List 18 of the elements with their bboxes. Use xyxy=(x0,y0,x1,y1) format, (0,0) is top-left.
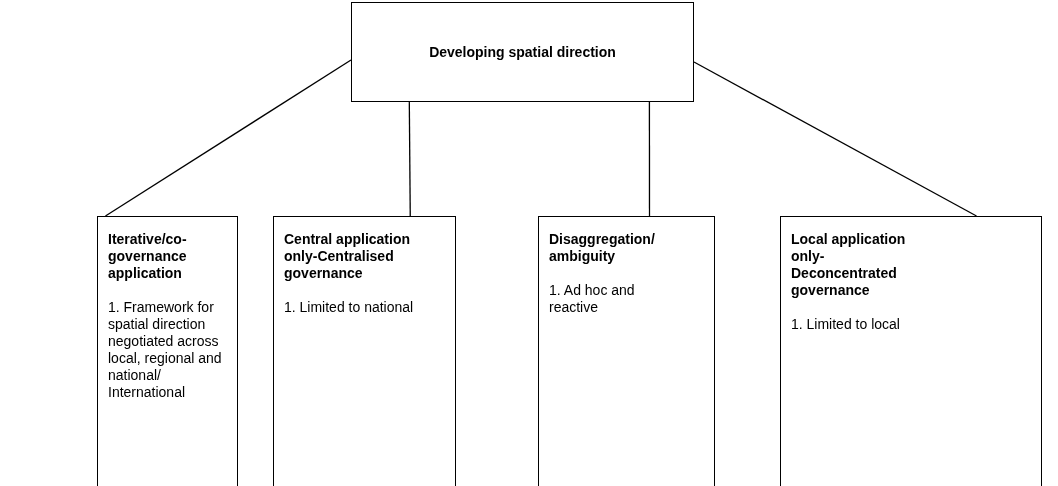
connector-line xyxy=(693,61,978,217)
connector-line xyxy=(104,59,352,217)
box-heading: Developing spatial direction xyxy=(429,43,616,61)
category-box xyxy=(273,216,456,486)
box-text: 1. Framework for spatial direction negotiated across local, regional and national/ International xyxy=(108,299,223,401)
connector-line xyxy=(648,101,651,217)
root-box xyxy=(351,2,694,102)
box-text: 1. Limited to national xyxy=(284,299,415,316)
box-heading: Local application only-Deconcentrated governance xyxy=(791,231,907,299)
connector-line xyxy=(408,101,411,217)
box-heading: Central application only-Centralised governance xyxy=(284,231,412,282)
category-box xyxy=(538,216,715,486)
box-heading: Disaggregation/ ambiguity xyxy=(549,231,656,265)
category-box xyxy=(97,216,238,486)
box-text: 1. Limited to local xyxy=(791,316,901,333)
box-heading: Iterative/co-governance application xyxy=(108,231,188,282)
box-text: 1. Ad hoc and reactive xyxy=(549,282,636,316)
category-box xyxy=(780,216,1042,486)
